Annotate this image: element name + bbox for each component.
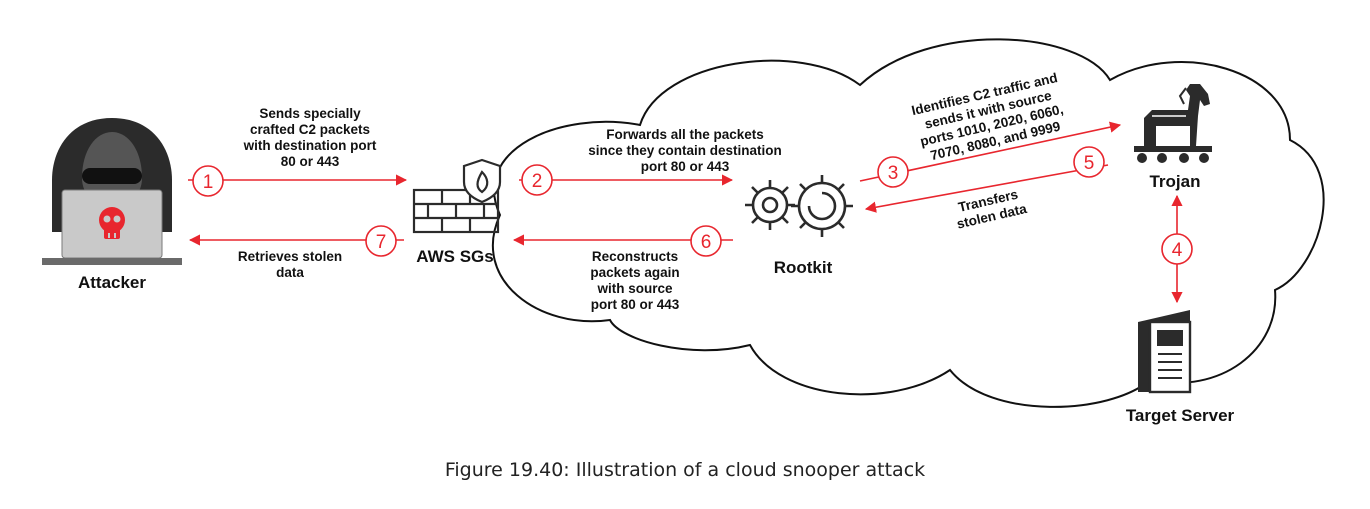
server-icon xyxy=(1138,310,1192,394)
trojan-label: Trojan xyxy=(1149,172,1201,191)
step-number-5: 5 xyxy=(1084,153,1095,174)
step-badge-1: 1 xyxy=(192,165,224,197)
figure-caption: Figure 19.40: Illustration of a cloud sn… xyxy=(444,459,926,481)
cloud-outline xyxy=(492,38,1325,408)
step-badge-7: 7 xyxy=(365,225,397,257)
step-number-6: 6 xyxy=(701,232,712,253)
attacker-label: Attacker xyxy=(77,273,147,292)
step-2-text: Forwards all the packets since they cont… xyxy=(588,127,782,174)
step-badge-4: 4 xyxy=(1161,233,1193,265)
step-number-2: 2 xyxy=(532,171,543,192)
step-badge-6: 6 xyxy=(690,225,722,257)
step-number-3: 3 xyxy=(888,163,899,184)
step-number-7: 7 xyxy=(376,232,387,253)
step-number-1: 1 xyxy=(203,172,214,193)
step-badge-2: 2 xyxy=(521,164,553,196)
step-6-text: Reconstructs packets again with source p… xyxy=(590,249,680,312)
aws-sgs-label: AWS SGs xyxy=(416,247,494,266)
rootkit-label: Rootkit xyxy=(773,258,833,277)
step-1-text: Sends specially crafted C2 packets with … xyxy=(243,106,377,169)
step-badge-3: 3 xyxy=(877,156,909,188)
gears-icon xyxy=(745,175,853,237)
step-badge-5: 5 xyxy=(1073,146,1105,178)
arrow-5 xyxy=(864,164,1109,213)
hooded-attacker-icon xyxy=(42,118,182,265)
step-7-text: Retrieves stolen data xyxy=(237,249,343,280)
step-number-4: 4 xyxy=(1172,240,1183,261)
firewall-icon xyxy=(412,158,502,234)
target-server-label: Target Server xyxy=(1125,406,1235,425)
trojan-horse-icon xyxy=(1134,84,1212,163)
